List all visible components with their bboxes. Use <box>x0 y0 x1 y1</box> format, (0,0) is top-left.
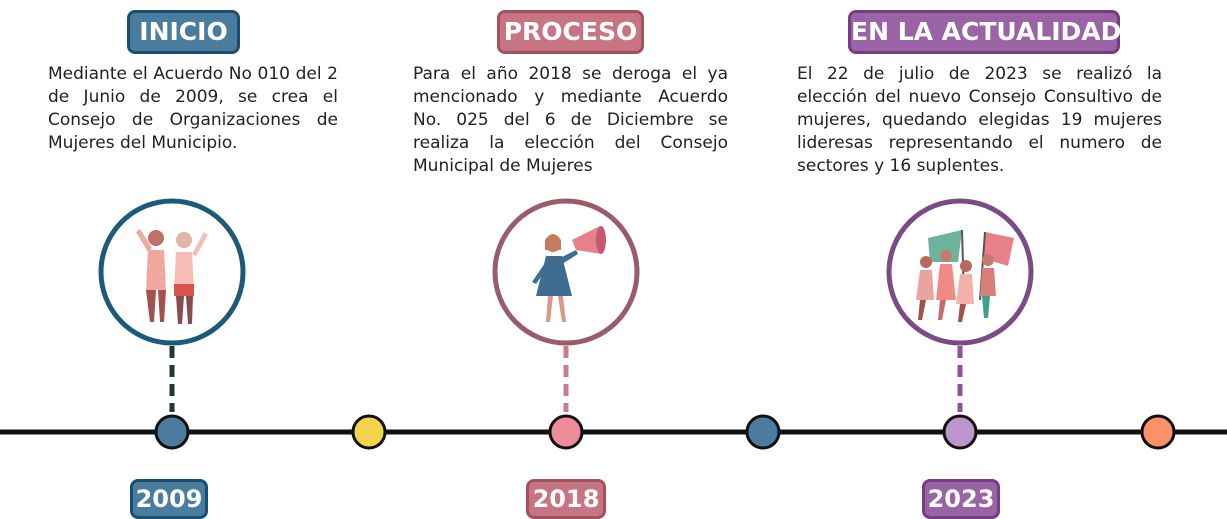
woman-megaphone-icon <box>532 226 606 322</box>
timeline-dot <box>745 414 781 450</box>
header-en-la-actualidad: EN LA ACTUALIDAD <box>848 10 1121 54</box>
timeline-dot-2018 <box>548 414 584 450</box>
description-en-la-actualidad: El 22 de julio de 2023 se realizó la ele… <box>797 64 1162 176</box>
year-badge-2023: 2023 <box>922 479 1000 519</box>
timeline-dot <box>1140 414 1176 450</box>
year-badge-2009: 2009 <box>130 479 208 519</box>
timeline-dot-2009 <box>154 414 190 450</box>
year-badge-2018: 2018 <box>526 479 606 519</box>
header-inicio: INICIO <box>127 10 240 54</box>
illustration-frame-2009 <box>98 198 246 346</box>
women-with-flags-icon <box>916 229 1014 322</box>
description-proceso: Para el año 2018 se deroga el ya mencion… <box>413 64 728 176</box>
timeline-dot-2023 <box>942 414 978 450</box>
women-raising-fists-icon <box>136 229 208 324</box>
timeline-dot <box>351 414 387 450</box>
header-proceso: PROCESO <box>497 10 644 54</box>
description-inicio: Mediante el Acuerdo No 010 del 2 de Juni… <box>48 64 338 153</box>
